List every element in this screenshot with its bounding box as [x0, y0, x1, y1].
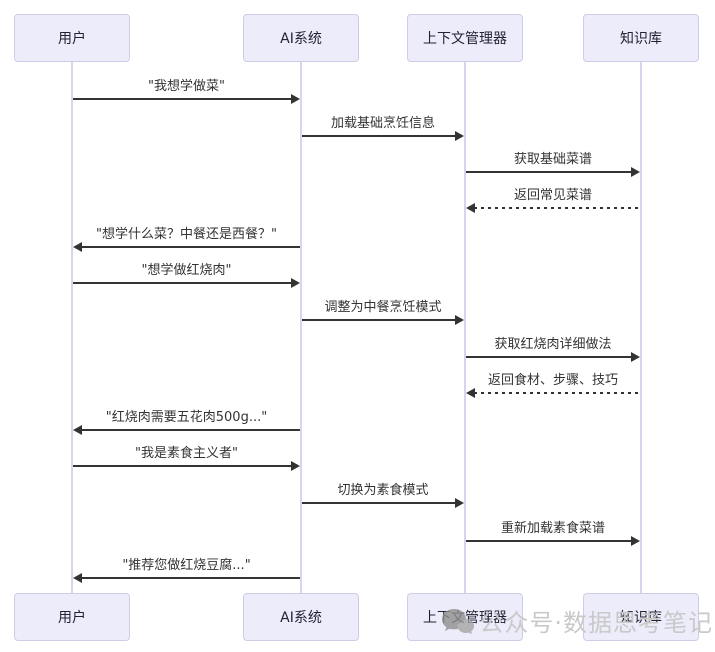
message-label: 调整为中餐烹饪模式 [324, 300, 442, 315]
message-line [474, 392, 640, 394]
arrowhead-left-icon [73, 242, 82, 252]
chat-bubbles-icon [442, 609, 475, 635]
message-label: 获取基础菜谱 [513, 152, 592, 167]
arrowhead-right-icon [455, 315, 464, 325]
arrowhead-left-icon [73, 425, 82, 435]
actor-box-user-top: 用户 [14, 14, 130, 62]
watermark: 公众号·数据思考笔记 [441, 606, 713, 640]
arrowhead-right-icon [455, 498, 464, 508]
watermark-text: 公众号·数据思考笔记 [479, 609, 713, 637]
actor-label: AI系统 [280, 31, 322, 47]
actor-label: AI系统 [280, 610, 322, 626]
arrowhead-right-icon [631, 536, 640, 546]
lifeline-kb [640, 62, 642, 593]
arrowhead-left-icon [73, 573, 82, 583]
message-label: 切换为素食模式 [337, 483, 429, 498]
message-line [73, 465, 292, 467]
message-label: "红烧肉需要五花肉500g..." [105, 410, 268, 425]
actor-box-kb-bottom: 知识库 [583, 593, 699, 641]
arrowhead-right-icon [455, 131, 464, 141]
arrowhead-left-icon [466, 388, 475, 398]
message-line [302, 135, 456, 137]
lifeline-user [71, 62, 73, 593]
arrowhead-right-icon [291, 278, 300, 288]
message-line [73, 98, 292, 100]
actor-box-ai-top: AI系统 [243, 14, 359, 62]
actor-label: 上下文管理器 [423, 31, 507, 47]
message-label: "我想学做菜" [148, 79, 225, 94]
message-label: 获取红烧肉详细做法 [494, 337, 612, 352]
actor-box-ai-bottom: AI系统 [243, 593, 359, 641]
message-line [302, 319, 456, 321]
arrowhead-right-icon [291, 94, 300, 104]
actor-box-context-top: 上下文管理器 [407, 14, 523, 62]
message-label: 返回常见菜谱 [513, 188, 592, 203]
message-label: "推荐您做红烧豆腐..." [122, 558, 251, 573]
message-line [81, 577, 300, 579]
actor-label: 用户 [58, 610, 86, 626]
actor-label: 知识库 [620, 31, 662, 47]
message-label: 加载基础烹饪信息 [330, 116, 435, 131]
arrowhead-left-icon [466, 203, 475, 213]
arrowhead-right-icon [631, 352, 640, 362]
lifeline-context [464, 62, 466, 593]
message-label: 重新加载素食菜谱 [500, 521, 605, 536]
message-label: "我是素食主义者" [135, 446, 238, 461]
arrowhead-right-icon [631, 167, 640, 177]
message-line [81, 429, 300, 431]
actor-label: 用户 [58, 31, 86, 47]
message-line [474, 207, 640, 209]
actor-box-user-bottom: 用户 [14, 593, 130, 641]
message-line [73, 282, 292, 284]
message-label: "想学做红烧肉" [141, 263, 232, 278]
actor-box-kb-top: 知识库 [583, 14, 699, 62]
message-line [466, 171, 632, 173]
actor-label: 知识库 [620, 610, 662, 626]
message-label: "想学什么菜？中餐还是西餐？" [96, 227, 277, 242]
message-label: 返回食材、步骤、技巧 [487, 373, 618, 388]
message-line [302, 502, 456, 504]
arrowhead-right-icon [291, 461, 300, 471]
message-line [466, 540, 632, 542]
message-line [466, 356, 632, 358]
lifeline-ai [300, 62, 302, 593]
message-line [81, 246, 300, 248]
